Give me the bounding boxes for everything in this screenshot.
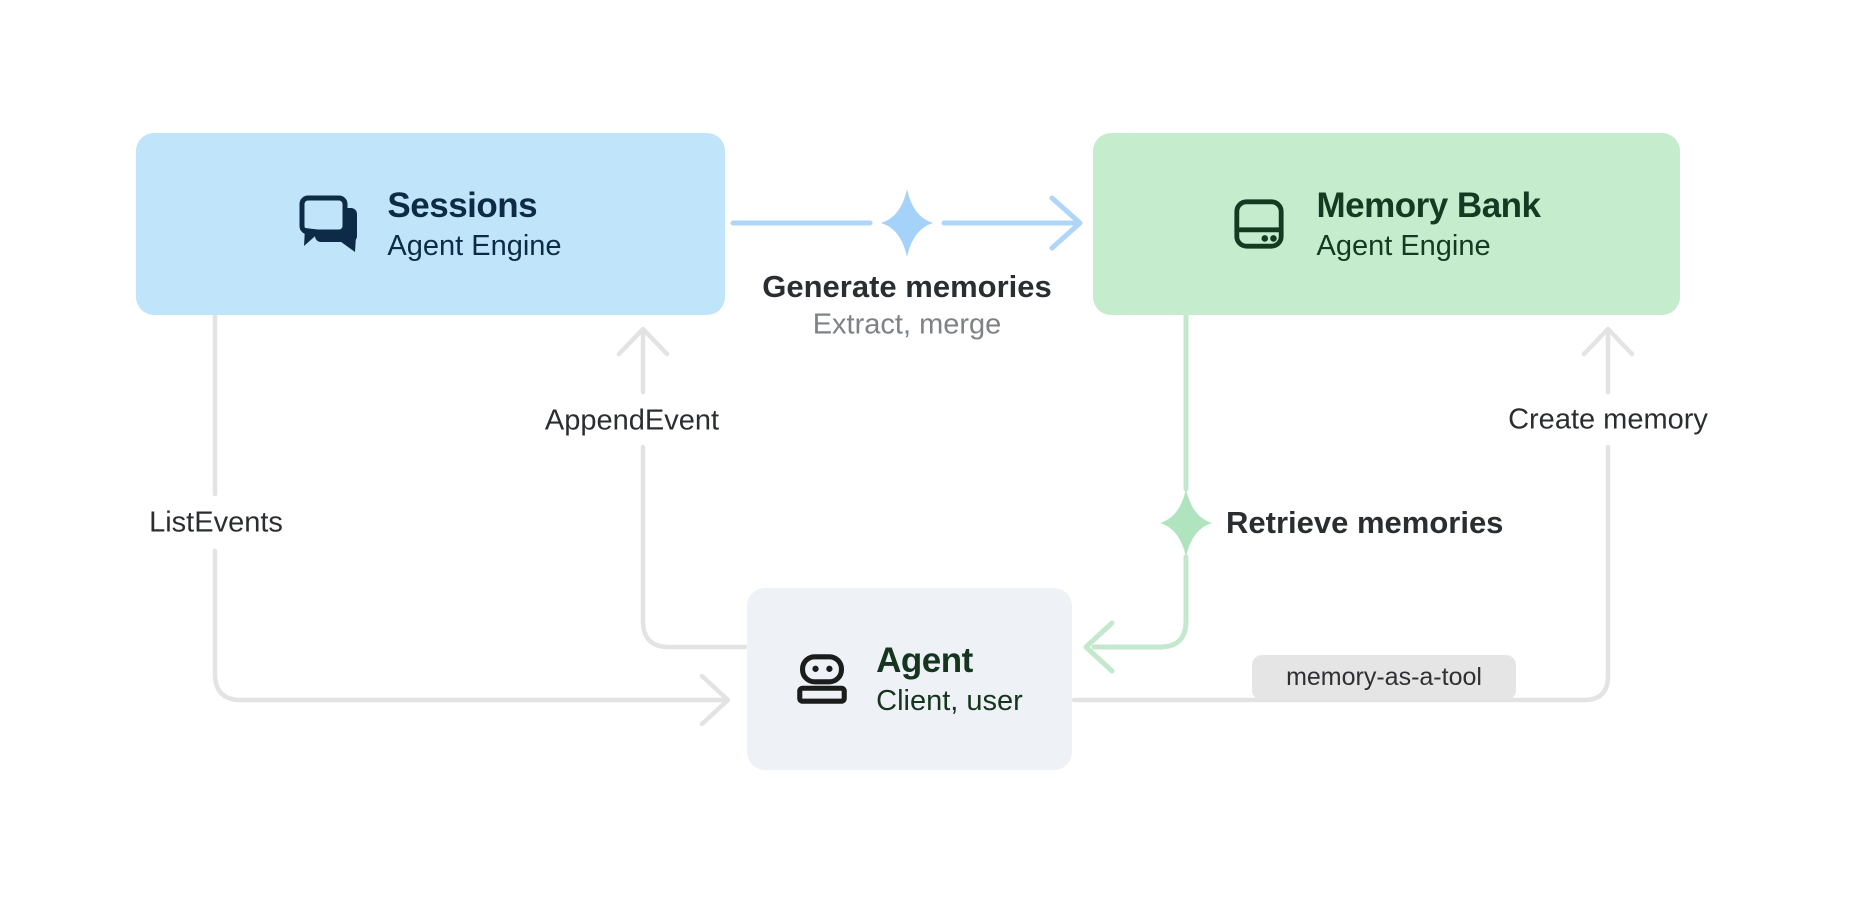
create-memory-label: Create memory bbox=[1498, 397, 1718, 443]
sessions-title: Sessions bbox=[387, 185, 538, 225]
sessions-subtitle: Agent Engine bbox=[387, 229, 562, 262]
sessions-node: Sessions Agent Engine bbox=[136, 133, 725, 315]
list-events-label: ListEvents bbox=[139, 500, 293, 546]
memory-as-a-tool-badge: memory-as-a-tool bbox=[1252, 655, 1516, 700]
chat-bubbles-icon bbox=[299, 195, 359, 253]
generate-memories-arrowhead bbox=[1049, 195, 1083, 251]
agent-subtitle: Client, user bbox=[876, 684, 1023, 717]
create-memory-line-bottom bbox=[1071, 444, 1611, 703]
retrieve-memories-label: Retrieve memories bbox=[1226, 505, 1504, 540]
retrieve-memories-arrowhead bbox=[1083, 620, 1115, 674]
list-events-arrowhead bbox=[699, 673, 731, 727]
list-events-line-bottom bbox=[212, 548, 727, 703]
storage-icon bbox=[1232, 197, 1286, 251]
agent-node: Agent Client, user bbox=[747, 588, 1072, 770]
green-sparkle-icon bbox=[1160, 489, 1212, 557]
memory-bank-subtitle: Agent Engine bbox=[1316, 229, 1491, 262]
append-event-label: AppendEvent bbox=[534, 398, 730, 444]
agent-title: Agent bbox=[876, 640, 973, 680]
create-memory-arrowhead bbox=[1581, 326, 1635, 357]
memory-bank-title: Memory Bank bbox=[1316, 185, 1541, 225]
retrieve-memories-line-bottom bbox=[1091, 554, 1189, 650]
blue-sparkle-icon bbox=[881, 189, 933, 257]
memory-bank-node: Memory Bank Agent Engine bbox=[1093, 133, 1680, 315]
generate-memories-label: Generate memories bbox=[762, 269, 1052, 304]
append-event-arrowhead bbox=[616, 326, 670, 357]
robot-icon bbox=[796, 654, 848, 704]
extract-merge-sublabel: Extract, merge bbox=[812, 308, 1002, 341]
append-event-line-bottom bbox=[640, 444, 748, 650]
